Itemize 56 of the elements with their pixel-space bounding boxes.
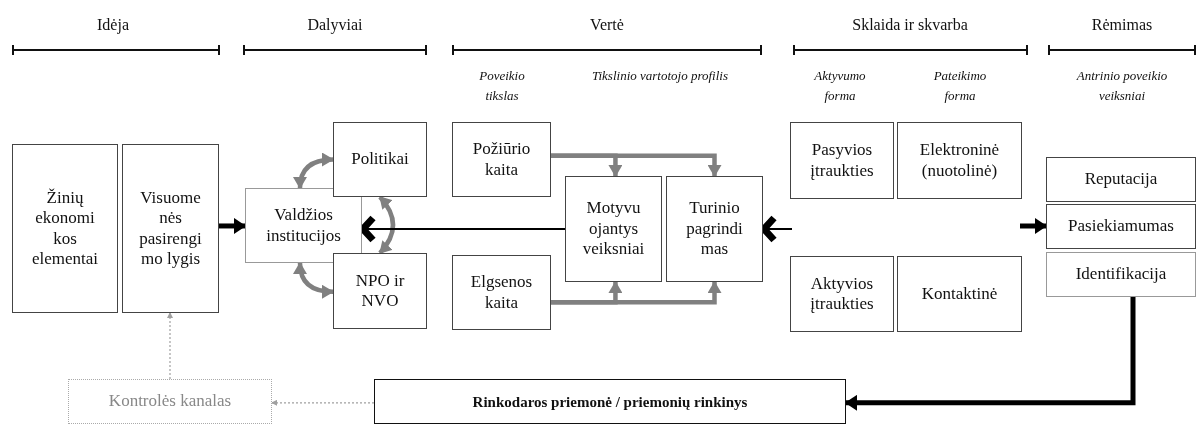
box xyxy=(666,176,763,282)
box-label: Politikai xyxy=(351,149,409,170)
arrow xyxy=(293,152,334,189)
box-label: Elgsenos kaita xyxy=(469,272,534,313)
section-heading: Dalyviai xyxy=(306,15,364,35)
box xyxy=(374,379,846,424)
box xyxy=(565,176,662,282)
section-heading: Vertė xyxy=(589,15,625,35)
box xyxy=(122,144,219,313)
section-heading: Idėja xyxy=(96,15,130,35)
box-label: Turinio pagrindi mas xyxy=(685,198,744,260)
arrow xyxy=(551,281,722,305)
box xyxy=(790,122,894,199)
box xyxy=(1046,252,1196,297)
box-label: Aktyvios įtraukties xyxy=(809,273,875,315)
box-label: NPO ir NVO xyxy=(354,270,406,312)
box-label: Kontaktinė xyxy=(921,283,998,305)
box xyxy=(1046,157,1196,202)
box xyxy=(452,122,551,197)
arrow xyxy=(378,195,396,255)
section-heading: Sklaida ir skvarba xyxy=(851,15,969,35)
box-label: Pasyvios įtraukties xyxy=(809,140,875,181)
box xyxy=(333,122,427,197)
box xyxy=(897,122,1022,199)
arrow xyxy=(551,153,722,177)
arrow xyxy=(293,262,334,299)
box xyxy=(245,188,362,263)
box-label: Valdžios institucijos xyxy=(265,205,342,246)
box-label: Rinkodaros priemonė / priemonių rinkinys xyxy=(472,392,748,411)
box xyxy=(68,379,272,424)
box-label: Motyvu ojantys veiksniai xyxy=(581,198,646,260)
arrow xyxy=(271,399,375,406)
arrow xyxy=(1020,218,1047,234)
box xyxy=(1046,204,1196,249)
box-label: Identifikacija xyxy=(1075,264,1167,285)
box-label: Kontrolės kanalas xyxy=(108,391,232,412)
box-label: Pasiekiamumas xyxy=(1068,216,1174,237)
column-subheading: Pateikimo forma xyxy=(932,67,988,105)
column-subheading: Antrinio poveikio veiksniai xyxy=(1075,67,1169,105)
box xyxy=(790,256,894,332)
box-label: Elektroninė (nuotolinė) xyxy=(918,140,1001,181)
box xyxy=(452,255,551,330)
box xyxy=(897,256,1022,332)
column-subheading: Poveikio tikslas xyxy=(478,67,526,105)
section-heading: Rėmimas xyxy=(1090,15,1154,35)
box xyxy=(333,253,427,329)
box-label: Visuome nės pasirengi mo lygis xyxy=(138,187,203,270)
column-subheading: Tikslinio vartotojo profilis xyxy=(590,67,729,85)
box-label: Požiūrio kaita xyxy=(471,139,532,180)
box-label: Žinių ekonomi kos elementai xyxy=(30,187,100,270)
box-label: Reputacija xyxy=(1084,169,1158,190)
column-subheading: Aktyvumo forma xyxy=(813,67,867,105)
box xyxy=(12,144,118,313)
arrow xyxy=(219,217,246,234)
arrow xyxy=(167,312,173,380)
arrow xyxy=(845,297,1136,411)
